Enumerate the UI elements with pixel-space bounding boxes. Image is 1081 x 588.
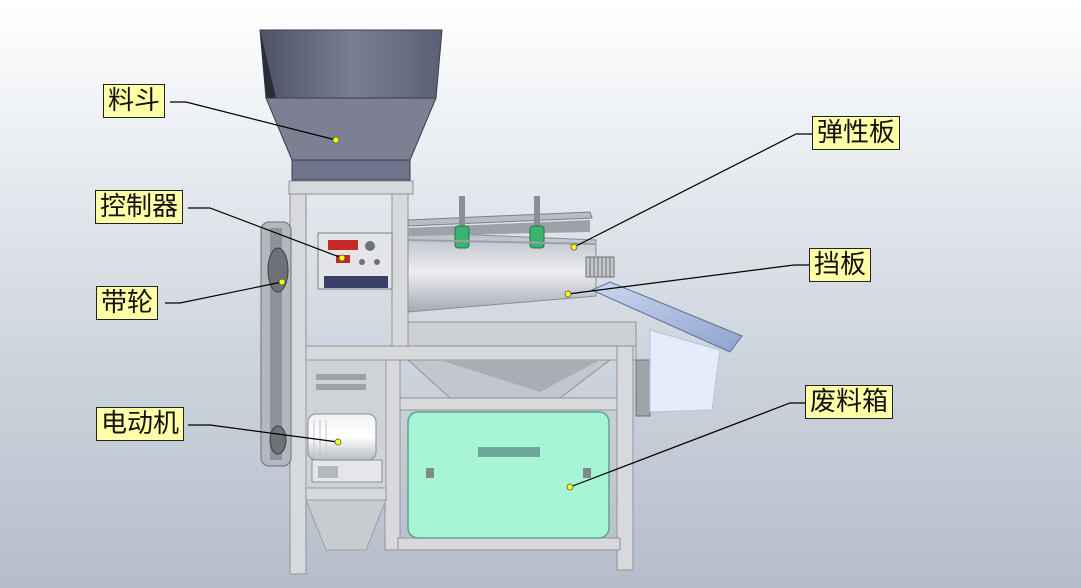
waste-box <box>407 411 610 539</box>
leader-lines <box>165 101 812 488</box>
label-elastic-plate: 弹性板 <box>812 116 901 150</box>
label-waste-box: 废料箱 <box>805 385 894 419</box>
leader-dots <box>278 136 578 491</box>
label-pulley: 带轮 <box>96 286 159 320</box>
elastic-plate <box>407 196 597 249</box>
label-controller: 控制器 <box>95 190 184 224</box>
label-motor: 电动机 <box>96 407 185 441</box>
label-hopper: 料斗 <box>103 84 166 118</box>
motor <box>307 413 383 483</box>
outlet-chute <box>590 281 743 413</box>
controller-box <box>317 232 393 290</box>
hopper <box>259 29 443 181</box>
barrel <box>407 220 615 313</box>
label-baffle: 挡板 <box>809 248 872 282</box>
main-frame <box>288 180 637 575</box>
